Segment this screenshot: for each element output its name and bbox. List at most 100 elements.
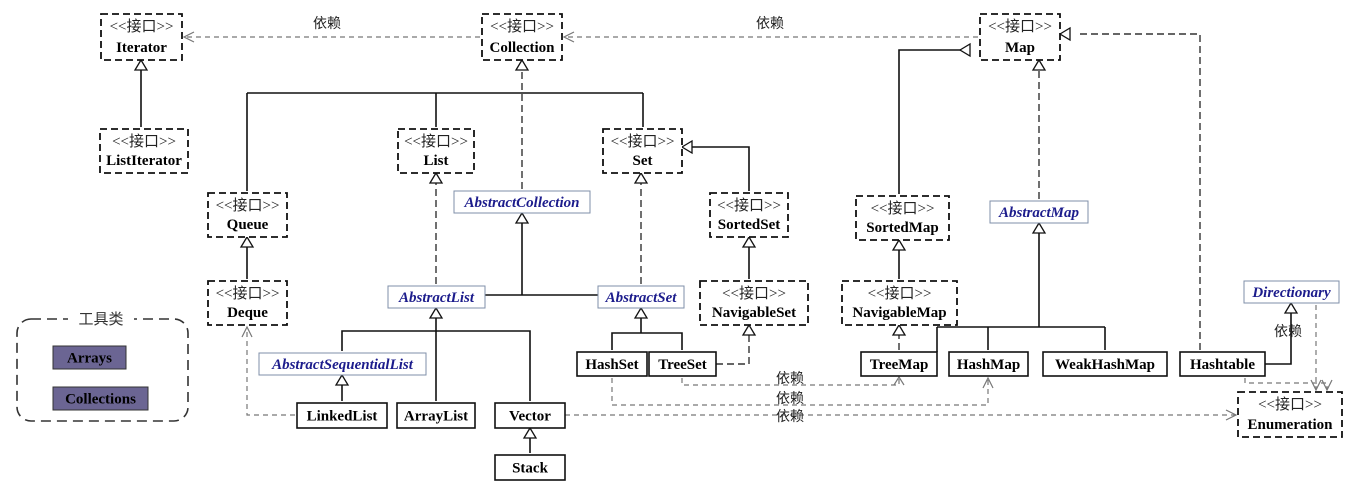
node-weakhashmap[interactable]: WeakHashMap <box>1042 351 1168 377</box>
interface-stereotype: <<接口>> <box>988 18 1052 35</box>
node-box <box>648 351 717 377</box>
node-label: AbstractCollection <box>463 195 579 211</box>
node-list[interactable]: <<接口>>List <box>397 128 475 174</box>
hashtable-to-map <box>1080 33 1201 350</box>
node-box <box>1237 391 1343 438</box>
node-box <box>453 190 591 214</box>
node-treeset[interactable]: TreeSet <box>648 351 717 377</box>
tri-set-left <box>680 139 693 155</box>
node-label: ListIterator <box>106 153 182 169</box>
node-sortedset[interactable]: <<接口>>SortedSet <box>709 192 789 238</box>
node-box <box>397 128 475 174</box>
tri-queue <box>239 235 255 248</box>
node-hashtable[interactable]: Hashtable <box>1179 351 1266 377</box>
dep-label-hashmap: 依赖 <box>776 391 804 407</box>
seqlist-to-abstractlist <box>341 318 437 351</box>
dep-hashtable-enumeration <box>1244 378 1328 390</box>
tri-abstractcollection <box>514 211 530 224</box>
node-box <box>841 280 958 326</box>
node-label: Hashtable <box>1190 357 1255 373</box>
node-label: List <box>423 153 448 169</box>
node-sortedmap[interactable]: <<接口>>SortedMap <box>855 195 950 241</box>
tool-label: Arrays <box>67 351 112 367</box>
tri-navigablemap <box>891 323 907 336</box>
node-box <box>258 352 427 376</box>
node-label: SortedSet <box>718 217 781 233</box>
node-box <box>860 351 938 377</box>
tool-box <box>52 345 127 370</box>
dep-map-collection-arrowhead <box>562 31 575 43</box>
tri-abstractmap <box>1031 221 1047 234</box>
node-label: NavigableMap <box>852 305 946 321</box>
dep-label-treemap: 依赖 <box>776 371 804 387</box>
node-box <box>387 285 486 309</box>
interface-stereotype: <<接口>> <box>722 285 786 302</box>
node-arraylist[interactable]: ArrayList <box>396 402 476 429</box>
sortedmap-to-map <box>898 49 970 194</box>
node-treemap[interactable]: TreeMap <box>860 351 938 377</box>
node-label: Enumeration <box>1247 417 1333 433</box>
node-abstractmap[interactable]: AbstractMap <box>989 200 1089 224</box>
node-hashset[interactable]: HashSet <box>576 351 648 377</box>
node-label: AbstractSequentialList <box>271 357 414 373</box>
dep-collection-iterator-arrowhead <box>182 31 195 43</box>
diagram-edges: 依赖依赖依赖依赖依赖依赖 <box>133 16 1333 453</box>
interface-stereotype: <<接口>> <box>490 18 554 35</box>
node-label: NavigableSet <box>712 305 796 321</box>
interface-stereotype: <<接口>> <box>611 133 675 150</box>
node-box <box>989 200 1089 224</box>
node-listiterator[interactable]: <<接口>> ListIterator <box>99 128 189 174</box>
tri-seqlist <box>334 373 350 386</box>
node-abstractcollection[interactable]: AbstractCollection <box>453 190 591 214</box>
dep-label-iterator: 依赖 <box>313 16 341 32</box>
tri-vector <box>522 426 538 439</box>
dep-label-map: 依赖 <box>756 16 784 32</box>
hashtable-to-directionary <box>1265 313 1292 365</box>
node-directionary[interactable]: Directionary <box>1243 280 1340 304</box>
node-hashmap[interactable]: HashMap <box>948 351 1029 377</box>
node-vector[interactable]: Vector <box>494 402 566 429</box>
node-box <box>709 192 789 238</box>
node-navigablemap[interactable]: <<接口>> NavigableMap <box>841 280 958 326</box>
tool-arrays[interactable]: Arrays <box>52 345 127 370</box>
vector-to-abstractlist <box>436 330 531 401</box>
node-abstractsequentiallist[interactable]: AbstractSequentialList <box>258 352 427 376</box>
node-deque[interactable]: <<接口>>Deque <box>207 280 288 326</box>
node-label: TreeSet <box>658 357 707 373</box>
node-abstractlist[interactable]: AbstractList <box>387 285 486 309</box>
interface-stereotype: <<接口>> <box>112 133 176 150</box>
node-box <box>207 280 288 326</box>
node-queue[interactable]: <<接口>>Queue <box>207 192 288 238</box>
tri-list <box>428 171 444 184</box>
dep-treeset-treemap <box>681 377 900 386</box>
node-linkedlist[interactable]: LinkedList <box>296 402 388 429</box>
node-iterator[interactable]: <<接口>>Iterator <box>100 13 183 61</box>
node-collection[interactable]: <<接口>>Collection <box>481 13 563 61</box>
diagram-nodes: <<接口>>Iterator<<接口>>Collection<<接口>>Map<… <box>99 13 1343 481</box>
tri-iterator <box>133 58 149 71</box>
node-label: AbstractList <box>398 290 475 306</box>
node-enumeration[interactable]: <<接口>>Enumeration <box>1237 391 1343 438</box>
node-label: AbstractMap <box>998 205 1080 221</box>
interface-stereotype: <<接口>> <box>868 285 932 302</box>
node-navigableset[interactable]: <<接口>> NavigableSet <box>699 280 809 326</box>
node-box <box>1042 351 1168 377</box>
node-map[interactable]: <<接口>>Map <box>979 13 1061 61</box>
node-set[interactable]: <<接口>>Set <box>602 128 683 174</box>
node-box <box>699 280 809 326</box>
node-box <box>207 192 288 238</box>
node-label: HashSet <box>585 357 638 373</box>
node-box <box>1243 280 1340 304</box>
tool-collections[interactable]: Collections <box>52 386 149 411</box>
interface-stereotype: <<接口>> <box>216 197 280 214</box>
node-label: WeakHashMap <box>1055 357 1155 373</box>
node-box <box>481 13 563 61</box>
tri-map-left-hashtable <box>1058 26 1071 42</box>
node-box <box>576 351 648 377</box>
node-label: SortedMap <box>866 220 939 236</box>
node-box <box>979 13 1061 61</box>
node-stack[interactable]: Stack <box>494 454 566 481</box>
node-abstractset[interactable]: AbstractSet <box>597 285 685 309</box>
tools-title: 工具类 <box>78 311 123 328</box>
